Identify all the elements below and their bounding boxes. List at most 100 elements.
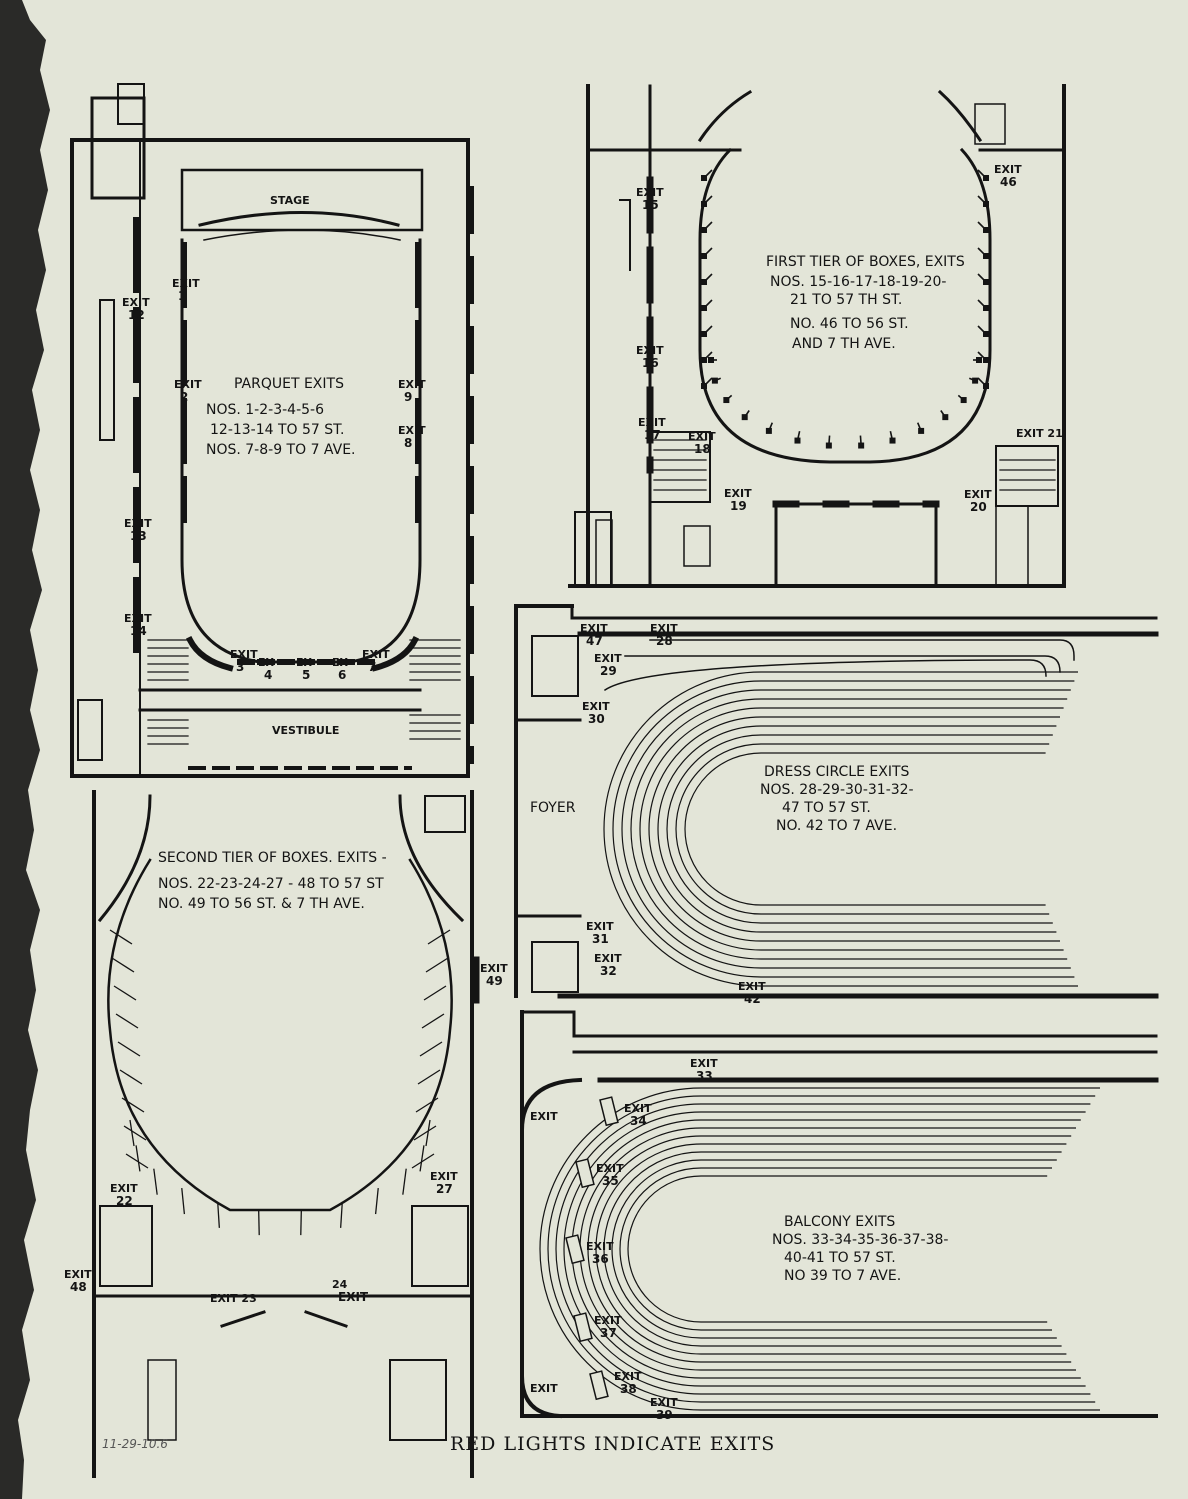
exit-number: 2 (180, 390, 188, 404)
heading-line: NOS. 1-2-3-4-5-6 (206, 402, 324, 418)
box-seat-marker (983, 253, 989, 259)
exit-number: 9 (404, 390, 412, 404)
box-divider (129, 1119, 135, 1147)
exit-word: EXIT (530, 1382, 558, 1395)
heading-line: NOS. 15-16-17-18-19-20- (770, 274, 946, 290)
exit-word: EXIT (594, 952, 622, 965)
box-divider (427, 929, 451, 945)
box-seat-marker (942, 414, 949, 421)
exit-number: 31 (592, 932, 609, 946)
heading-line: AND 7 TH AVE. (792, 336, 896, 352)
box-divider (217, 1201, 220, 1228)
seating-row (639, 707, 1064, 951)
box-divider (402, 1168, 407, 1195)
exit-word: EXIT 23 (210, 1292, 257, 1305)
heading-line: FIRST TIER OF BOXES, EXITS (766, 254, 965, 270)
exit-word: EXIT (650, 1396, 678, 1409)
stage-label: STAGE (270, 194, 310, 207)
box-seat-marker (711, 377, 718, 384)
box-divider (111, 957, 135, 973)
dress-circle-plan (514, 604, 1159, 999)
exit-number: 4 (264, 668, 272, 682)
second-tier-boxes (109, 929, 451, 1236)
exit-number: 17 (644, 428, 661, 442)
box-seat-marker (983, 201, 989, 207)
foyer-label: FOYER (530, 800, 576, 816)
exit-number: 33 (696, 1069, 713, 1083)
heading-line: NOS. 33-34-35-36-37-38- (772, 1232, 948, 1248)
seating-row (684, 752, 1046, 906)
exit-word: EXIT (636, 344, 664, 357)
box-divider (423, 985, 447, 1001)
exit-number: 37 (600, 1326, 617, 1340)
box-seat-marker (983, 383, 989, 389)
exit-number: 18 (694, 442, 711, 456)
seating-row (539, 1087, 1100, 1411)
seating-row (621, 689, 1071, 969)
box-seat-marker (960, 397, 967, 404)
exit-word: 24 (332, 1278, 348, 1291)
exit-word: EXIT (362, 648, 390, 661)
heading-line: NO. 42 TO 7 AVE. (776, 818, 897, 834)
seating-row (612, 680, 1075, 978)
exit-number: 14 (130, 624, 147, 638)
exit-word: EXIT (230, 648, 258, 661)
box-seat-marker (983, 331, 989, 337)
exit-number: EXIT (338, 1290, 369, 1304)
exit-door (599, 1096, 619, 1127)
seating-row (657, 725, 1057, 933)
exit-number: 36 (592, 1252, 609, 1266)
exit-word: EXIT (724, 487, 752, 500)
seating-row (587, 1135, 1072, 1363)
exit-word: EXIT (64, 1268, 92, 1281)
seating-row (563, 1111, 1086, 1387)
exit-word: EXIT (636, 186, 664, 199)
exit-number: 3 (236, 660, 244, 674)
box-divider (415, 1097, 439, 1113)
seating-row (595, 1143, 1067, 1355)
box-divider (340, 1201, 343, 1228)
box-divider (115, 1013, 139, 1029)
box-seat-marker (983, 227, 989, 233)
exit-word: EXIT (624, 1102, 652, 1115)
exit-label: EX5 (296, 656, 313, 682)
balcony-heading: BALCONY EXITS NOS. 33-34-35-36-37-38- 40… (772, 1214, 948, 1284)
exit-number: 27 (436, 1182, 453, 1196)
box-divider (413, 1125, 437, 1141)
exit-word: EXIT (398, 378, 426, 391)
box-seat-marker (701, 279, 707, 285)
seating-row (627, 1175, 1048, 1323)
exit-label: EXIT 21 (1016, 427, 1063, 440)
heading-line: BALCONY EXITS (784, 1214, 895, 1230)
exit-number: 13 (130, 529, 147, 543)
box-seat-marker (858, 442, 865, 449)
exit-number: 39 (656, 1408, 673, 1422)
exit-word: EXIT (430, 1170, 458, 1183)
heading-line: NO. 49 TO 56 ST. & 7 TH AVE. (158, 896, 365, 912)
paper-background (18, 0, 1188, 1499)
exit-word: EXIT (110, 1182, 138, 1195)
box-divider (421, 1013, 445, 1029)
heading-line: DRESS CIRCLE EXITS (764, 764, 910, 780)
exit-word: EXIT (586, 1240, 614, 1253)
box-seat-marker (889, 437, 896, 444)
exit-number: 32 (600, 964, 617, 978)
box-seat-marker (765, 427, 772, 434)
exit-word: EXIT (688, 430, 716, 443)
seating-row (648, 716, 1060, 942)
